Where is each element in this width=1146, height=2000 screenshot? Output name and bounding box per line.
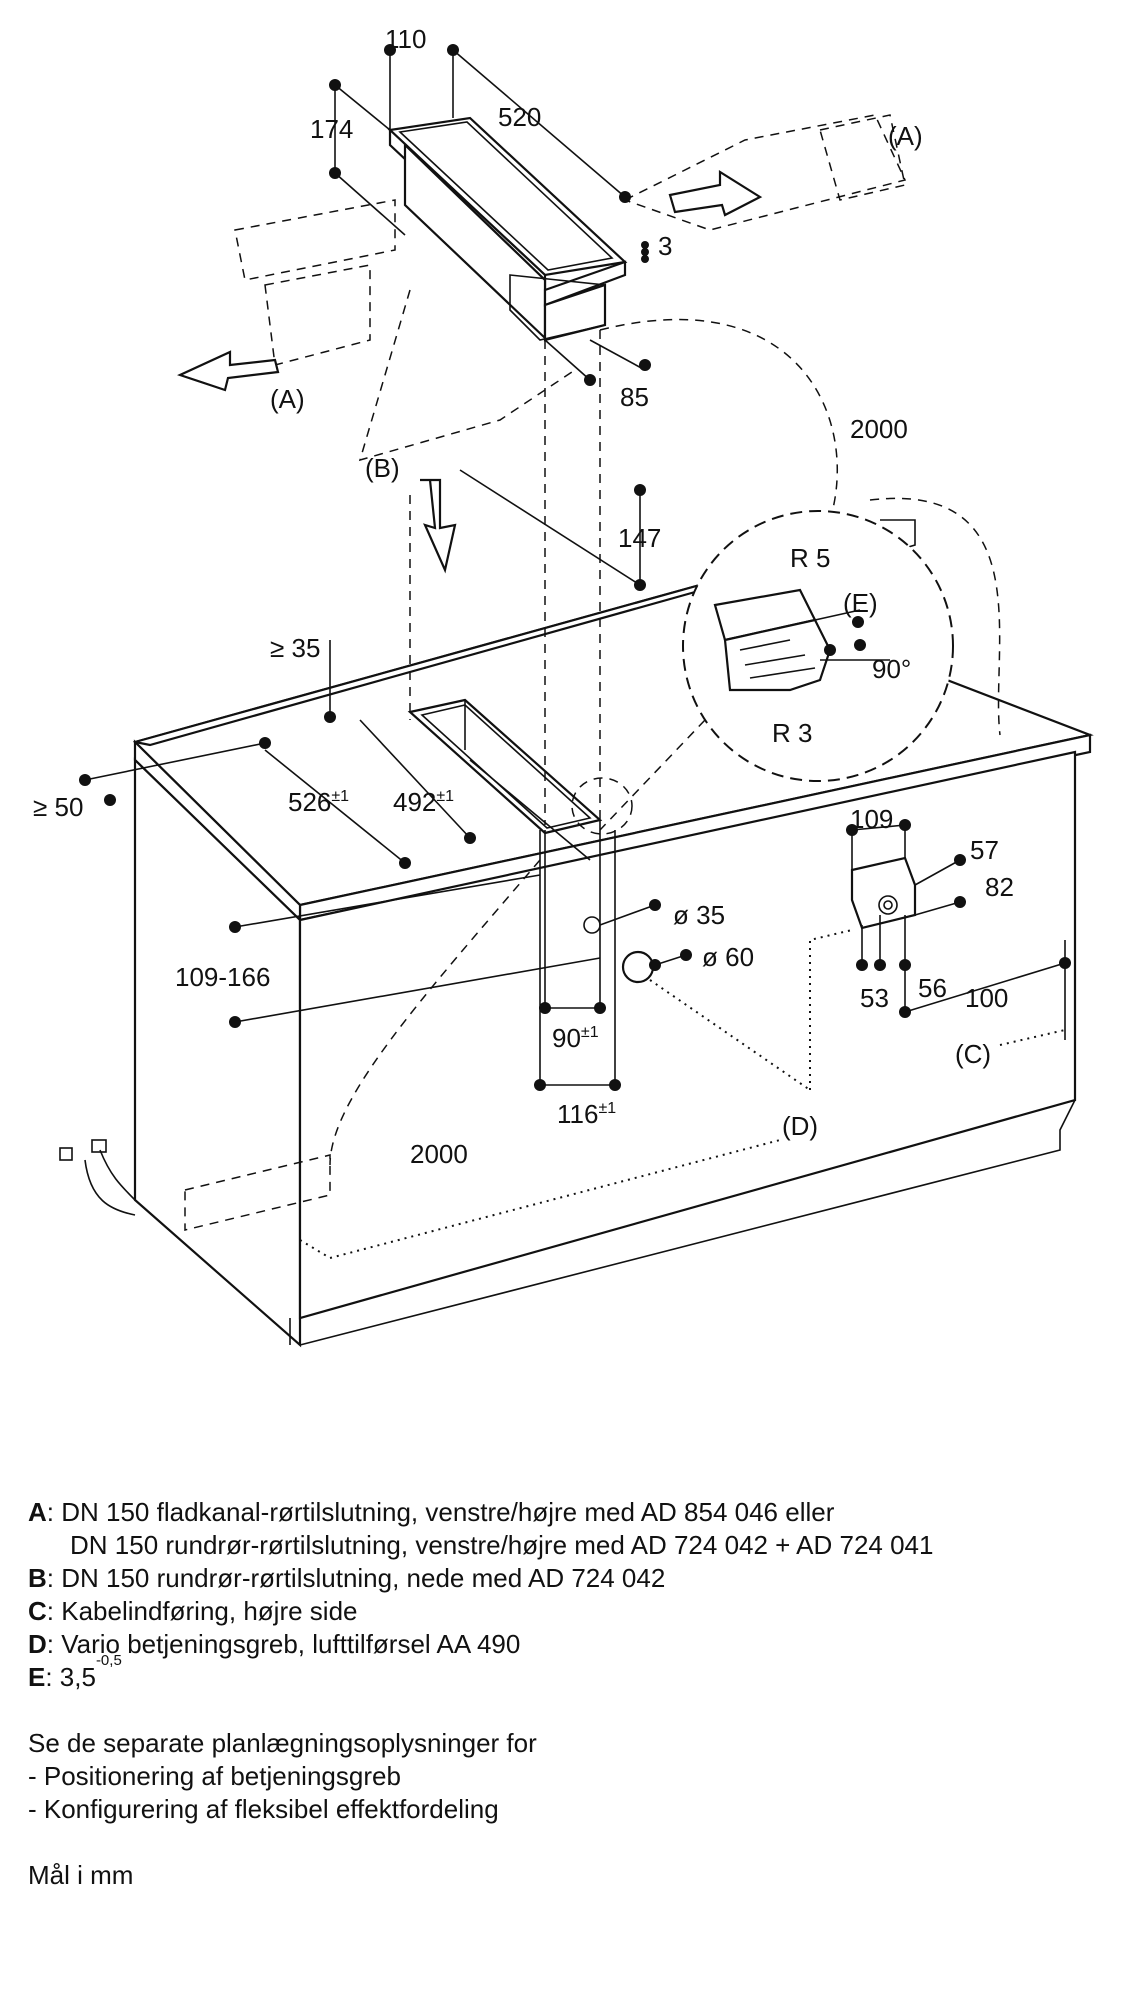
- label-a-left: (A): [270, 384, 305, 414]
- dim-53: 53: [860, 983, 889, 1013]
- legend-b: B : DN 150 rundrør-rørtilslutning, nede …: [28, 1562, 1128, 1595]
- flow-arrows: [177, 170, 763, 574]
- legend-text-b: : DN 150 rundrør-rørtilslutning, nede me…: [46, 1563, 666, 1593]
- label-a-right: (A): [888, 121, 923, 151]
- dim-90: 90±1: [552, 1023, 599, 1053]
- dim-o35: ø 35: [673, 900, 725, 930]
- notes-item-power: - Konfigurering af fleksibel effektforde…: [28, 1794, 499, 1824]
- dim-109-166: 109-166: [175, 962, 270, 992]
- downdraft-hood: [387, 116, 628, 342]
- routing-lines: [299, 929, 1066, 1260]
- dimension-markers: [79, 44, 1071, 1091]
- dim-56: 56: [918, 973, 947, 1003]
- dim-100: 100: [965, 983, 1008, 1013]
- dim-116: 116±1: [557, 1099, 616, 1129]
- arrow-a-right: [668, 170, 763, 217]
- label-e: (E): [843, 588, 878, 618]
- dim-85: 85: [620, 382, 649, 412]
- dim-3: 3: [658, 231, 672, 261]
- dim-r3: R 3: [772, 718, 812, 748]
- dim-520: 520: [498, 102, 541, 132]
- dimension-lines: [84, 49, 1066, 1086]
- arrow-a-left: [177, 350, 280, 392]
- dim-174: 174: [310, 114, 353, 144]
- power-cable: [59, 1139, 136, 1216]
- duct-connectors: [184, 114, 1001, 1231]
- legend-text-a: : DN 150 fladkanal-rørtilslutning, venst…: [46, 1497, 835, 1527]
- dim-2000-bottom: 2000: [410, 1139, 468, 1169]
- dim-110: 110: [385, 24, 426, 54]
- legend-text-e: : 3,5: [45, 1662, 96, 1692]
- legend-a: A : DN 150 fladkanal-rørtilslutning, ven…: [28, 1496, 1128, 1529]
- dim-109: 109: [850, 804, 893, 834]
- dim-82: 82: [985, 872, 1014, 902]
- detail-circle-e: [571, 510, 954, 835]
- dim-r5: R 5: [790, 543, 830, 573]
- legend-e: E : 3,5-0,5: [28, 1652, 1128, 1694]
- legend-key-b: B: [28, 1563, 47, 1593]
- label-c: (C): [955, 1039, 991, 1069]
- label-b: (B): [365, 453, 400, 483]
- legend-text-c: : Kabelindføring, højre side: [46, 1596, 358, 1626]
- legend: A : DN 150 fladkanal-rørtilslutning, ven…: [28, 1496, 1128, 1892]
- legend-key-a: A: [28, 1497, 47, 1527]
- label-d: (D): [782, 1111, 818, 1141]
- legend-key-e: E: [28, 1662, 46, 1692]
- dim-147: 147: [618, 523, 661, 553]
- dim-526: 526±1: [288, 787, 349, 817]
- legend-key-d: D: [28, 1629, 47, 1659]
- legend-c: C : Kabelindføring, højre side: [28, 1595, 1128, 1628]
- legend-key-c: C: [28, 1596, 47, 1626]
- dim-ge-50: ≥ 50: [33, 792, 83, 822]
- legend-d: D : Vario betjeningsgreb, lufttilførsel …: [28, 1628, 1128, 1661]
- installation-diagram: 110 520 174 3 85 2000 147 ≥ 35 ≥ 50 526±…: [33, 24, 1094, 1348]
- dim-o60: ø 60: [702, 942, 754, 972]
- notes-intro: Se de separate planlægningsoplysninger f…: [28, 1728, 537, 1758]
- dim-2000-top: 2000: [850, 414, 908, 444]
- arrow-b-down: [420, 478, 457, 574]
- legend-e-tolerance: -0,5: [95, 1652, 122, 1669]
- dim-angle-90: 90°: [872, 654, 911, 684]
- notes-units: Mål i mm: [28, 1860, 134, 1890]
- dim-ge-35: ≥ 35: [270, 633, 320, 663]
- notes-item-positioning: - Positionering af betjeningsgreb: [28, 1761, 401, 1791]
- legend-text-d: : Vario betjeningsgreb, lufttilførsel AA…: [46, 1629, 521, 1659]
- dim-492: 492±1: [393, 787, 454, 817]
- dim-57: 57: [970, 835, 999, 865]
- legend-text-a-cont: DN 150 rundrør-rørtilslutning, venstre/h…: [70, 1530, 934, 1560]
